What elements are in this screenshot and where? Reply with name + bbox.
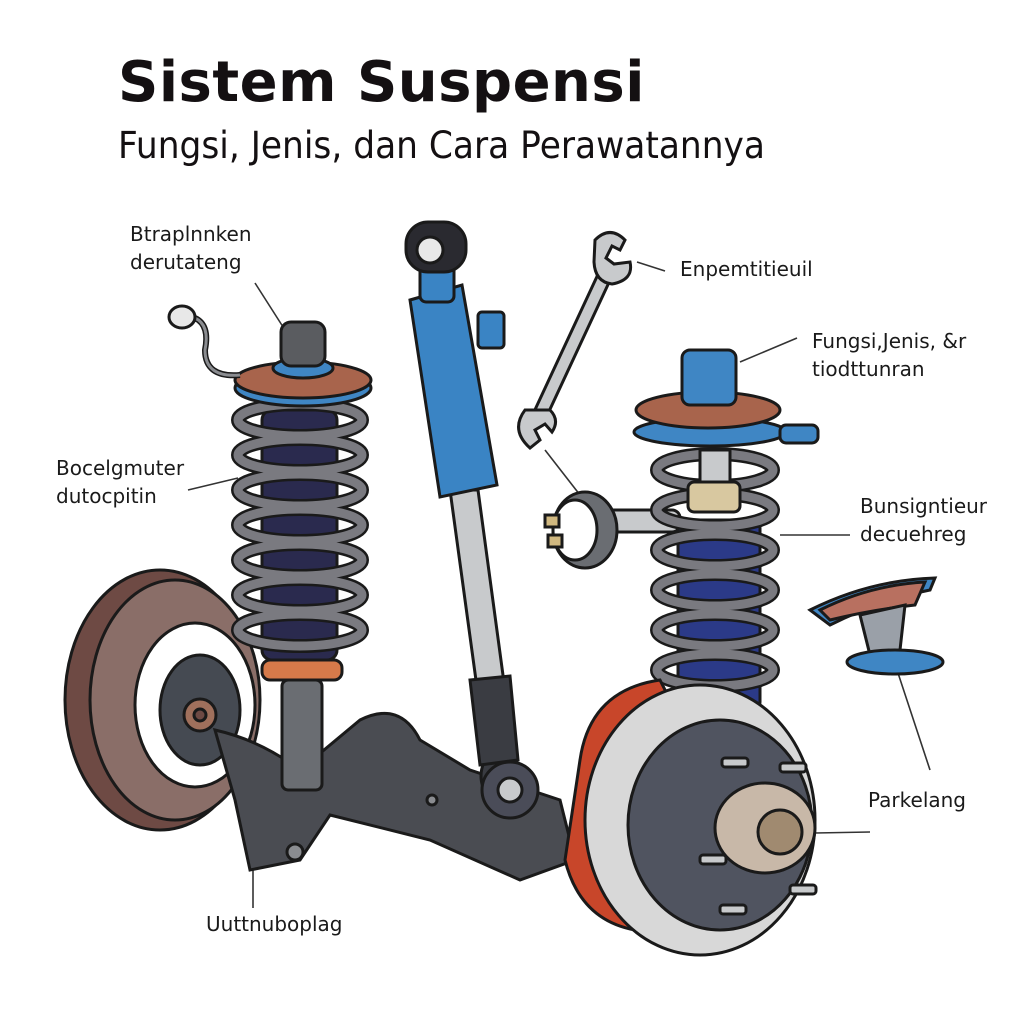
left-coilover <box>167 304 373 792</box>
label-mid-right: Bunsigntieur decuehreg <box>860 492 987 548</box>
page-subtitle: Fungsi, Jenis, dan Cara Perawatannya <box>118 124 765 167</box>
label-mid-left-line-2: dutocpitin <box>56 484 157 508</box>
leader-line-wrench <box>636 261 666 272</box>
bushing-link <box>543 490 682 570</box>
label-top-left-line-2: derutateng <box>130 250 242 274</box>
label-top-right-line-1: Fungsi,Jenis, &r <box>812 329 967 353</box>
leader-lines <box>187 261 931 908</box>
label-top-right: Fungsi,Jenis, &r tiodttunran <box>812 327 966 383</box>
label-bottom-left-line-1: Uuttnuboplag <box>206 912 343 936</box>
leader-line-top-left <box>254 282 286 331</box>
brake-disc-caliper <box>563 678 818 957</box>
leader-line-top-right <box>739 337 798 363</box>
wrench-icon <box>517 231 633 450</box>
label-mid-left: Bocelgmuter dutocpitin <box>56 454 184 510</box>
strut-mount-plate <box>807 576 945 676</box>
label-bottom-right-line-1: Parkelang <box>868 788 966 812</box>
leader-line-mid-left <box>187 477 239 491</box>
label-top-left: Btraplnnken derutateng <box>130 220 252 276</box>
page-title: Sistem Suspensi <box>118 50 645 115</box>
lower-control-arm <box>212 711 577 882</box>
left-brake-drum <box>63 568 262 832</box>
label-mid-left-line-1: Bocelgmuter <box>56 456 185 480</box>
label-top-left-line-1: Btraplnnken <box>130 222 252 246</box>
label-top-right-line-2: tiodttunran <box>812 357 925 381</box>
label-bottom-left: Uuttnuboplag <box>206 910 342 938</box>
leader-line-bushing <box>544 449 581 496</box>
label-mid-right-line-2: decuehreg <box>860 522 967 546</box>
label-wrench-line-1: Enpemtitieuil <box>680 257 813 281</box>
label-mid-right-line-1: Bunsigntieur <box>860 494 988 518</box>
leader-line-hub <box>814 831 871 834</box>
right-coilover <box>632 348 820 712</box>
center-shock-absorber <box>404 220 540 820</box>
label-bottom-right: Parkelang <box>868 786 966 814</box>
label-wrench: Enpemtitieuil <box>680 255 813 283</box>
leader-line-bottom-right <box>896 669 931 771</box>
